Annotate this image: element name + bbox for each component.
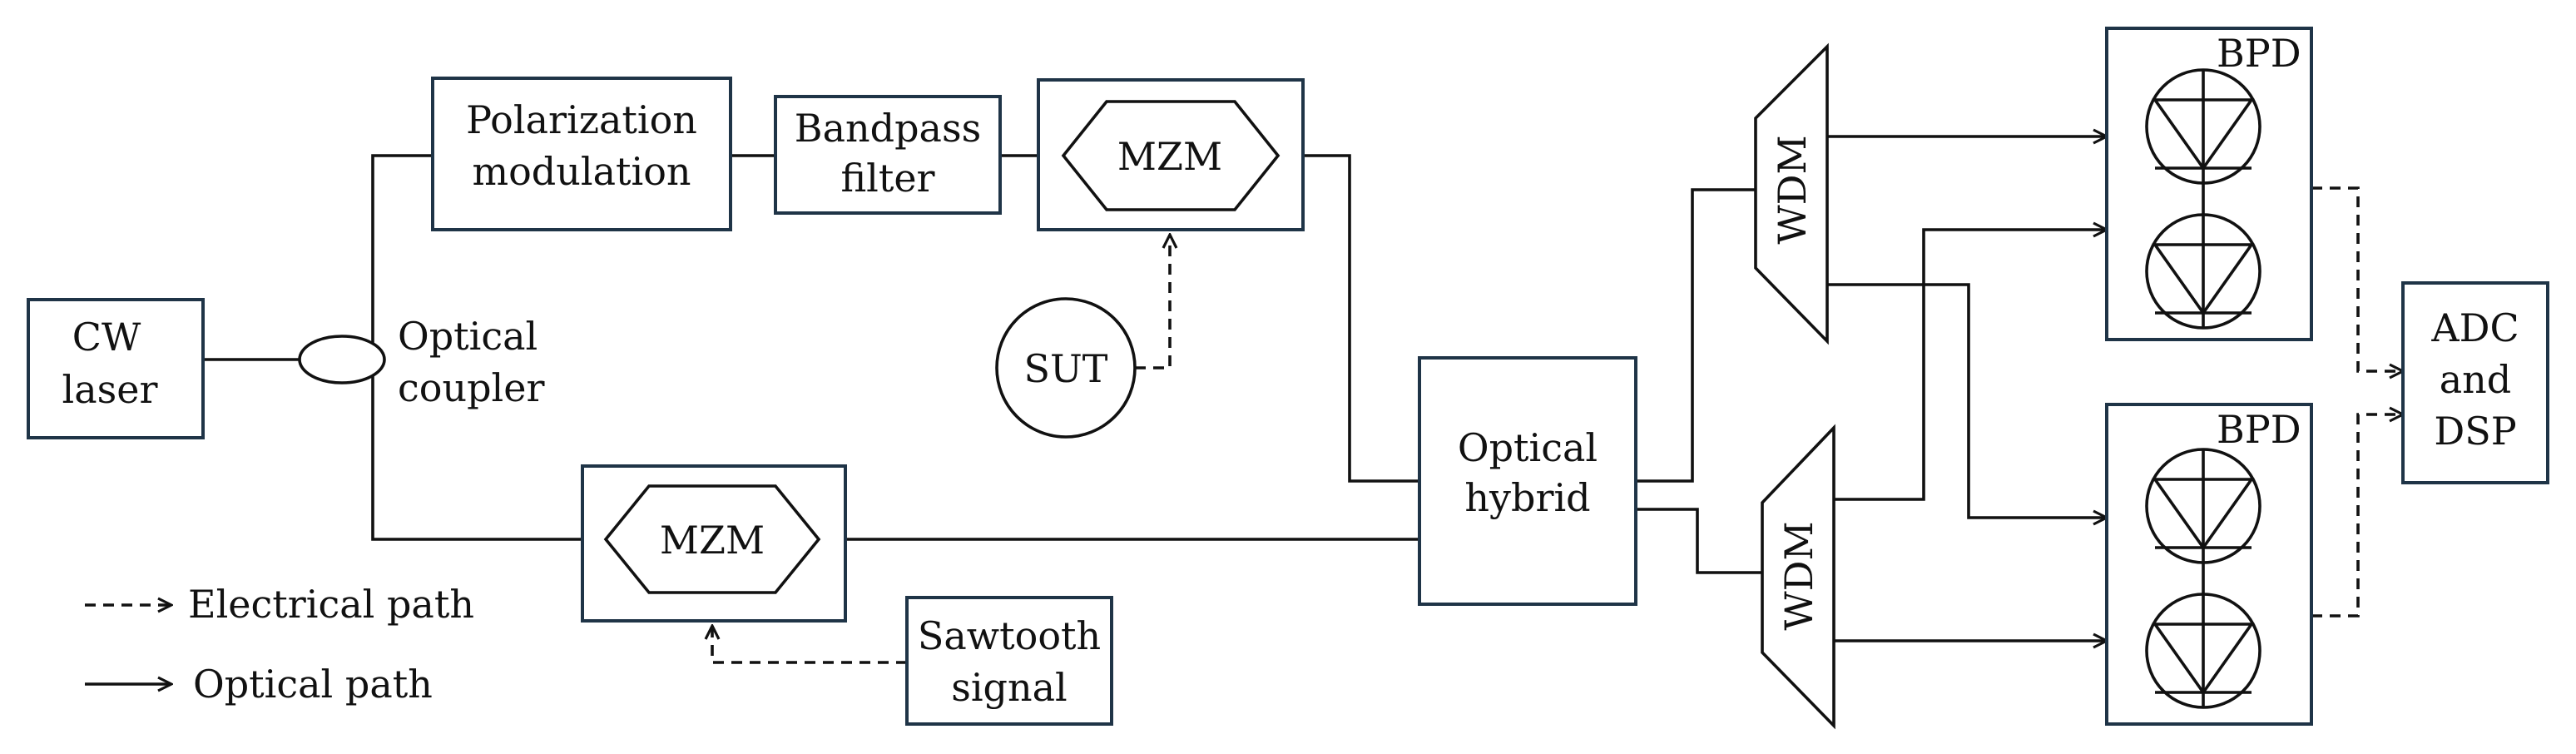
wdm-top-label: WDM: [1770, 135, 1815, 244]
photodiode-icon: [2145, 213, 2261, 330]
sawtooth-label-line1: Sawtooth: [918, 613, 1101, 658]
bpd-bottom-label: BPD: [2217, 407, 2301, 452]
wdm-bottom-trapezoid: [1761, 424, 1835, 730]
sut-label: SUT: [1024, 346, 1108, 391]
polarization-modulation-block: Polarization modulation: [431, 77, 732, 231]
mzm-top-block: MZM: [1037, 78, 1305, 231]
sut-source: SUT: [995, 297, 1137, 439]
adc-label-line2: and: [2440, 357, 2512, 402]
mzm-bottom-hexagon: [603, 484, 821, 594]
photodiode-icon: [2145, 593, 2261, 709]
cw-laser-label-line1: CW: [72, 315, 141, 360]
optical-hybrid-block: Optical hybrid: [1418, 356, 1637, 606]
wdm-bottom-label: WDM: [1776, 521, 1821, 630]
coupler-ellipse: [298, 335, 386, 384]
coupler-label-line1: Optical: [398, 314, 537, 359]
bandpass-filter-block: Bandpass filter: [774, 95, 1002, 215]
bpd-top-block: BPD: [2105, 27, 2313, 341]
optical-wires: [204, 136, 2107, 641]
legend-optical-label: Optical path: [193, 662, 433, 707]
sut-circle: [995, 297, 1137, 439]
adc-dsp-block: ADC and DSP: [2401, 281, 2549, 484]
hybrid-label-line2: hybrid: [1464, 475, 1590, 520]
electrical-wires: [712, 186, 2403, 664]
optical-coupler: Optical coupler: [298, 314, 544, 410]
bpd-top-label: BPD: [2217, 31, 2301, 76]
photodiode-icon: [2145, 68, 2261, 185]
bandpass-label-line1: Bandpass: [795, 106, 981, 151]
wdm-top: WDM: [1754, 42, 1829, 345]
adc-label-line1: ADC: [2430, 305, 2519, 350]
mzm-top-label: MZM: [1117, 134, 1222, 179]
mzm-bottom-block: MZM: [581, 464, 847, 623]
sawtooth-signal-block: Sawtooth signal: [905, 596, 1113, 726]
coupler-label-line2: coupler: [398, 365, 544, 410]
photodiode-icon: [2145, 448, 2261, 564]
cw-laser-label-line2: laser: [62, 367, 158, 412]
legend: Electrical path Optical path: [85, 582, 474, 707]
adc-label-line3: DSP: [2434, 409, 2516, 454]
bandpass-label-line2: filter: [840, 156, 934, 201]
wdm-bottom: WDM: [1761, 424, 1835, 730]
wdm-top-trapezoid: [1754, 42, 1829, 345]
bpd-bottom-block: BPD: [2105, 403, 2313, 726]
hybrid-label-line1: Optical: [1458, 425, 1598, 470]
polarization-label-line1: Polarization: [466, 97, 697, 142]
polarization-label-line2: modulation: [472, 149, 691, 194]
mzm-top-hexagon: [1061, 100, 1281, 211]
mzm-bottom-label: MZM: [660, 518, 765, 563]
legend-electrical-label: Electrical path: [188, 582, 474, 627]
cw-laser-block: CW laser: [27, 298, 205, 439]
sawtooth-label-line2: signal: [951, 665, 1068, 710]
